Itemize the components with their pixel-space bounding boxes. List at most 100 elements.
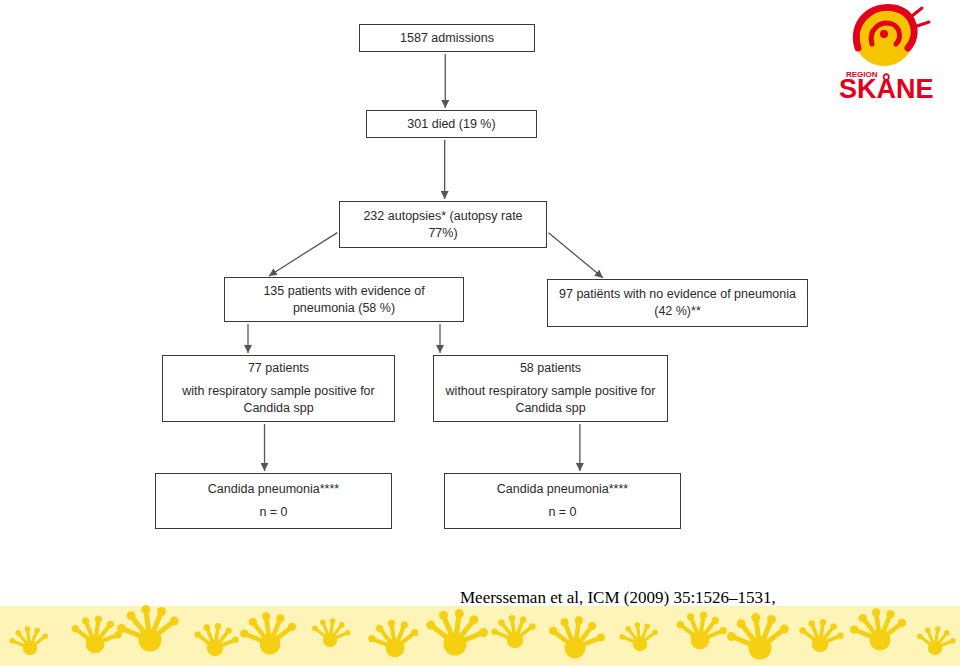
hand-figure [727,613,789,659]
hand-fingertip [401,621,408,628]
hand-finger [150,621,174,640]
hand-fingertip [809,620,815,626]
process-box: 301 died (19 %) [366,110,537,138]
hand-fingertip [751,613,760,622]
citation-text: Meersseman et al, ICM (2009) 35:1526–153… [460,588,776,608]
hand-fingertip [82,617,89,624]
hand-fingertip [288,623,296,631]
hand-fingertip [479,628,488,637]
hand-fingertip [619,634,625,640]
hand-fingertip [898,619,906,627]
logo-ray [917,22,929,26]
box-text: without respiratory sample positive for … [442,383,659,417]
hand-fingertip [529,623,535,629]
hand-fingertip [95,616,102,623]
hand-fingertip [411,629,418,636]
hand-fingertip [262,612,270,620]
hand-fingertip [737,619,746,628]
hand-fingertip [561,618,569,626]
box-heading: 58 patients [520,360,581,377]
hand-fingertip [204,624,210,630]
hand-fingertip [917,633,923,639]
hand-fingertip [170,617,179,626]
hand-fingertip [72,625,79,632]
hand-fingertip [426,621,435,630]
process-box: Candida pneumonia****n = 0 [155,473,392,529]
logo-dot [880,30,888,38]
hand-fingertip [950,638,956,644]
hand-fingertip [491,629,497,635]
hand-fingertip [944,630,950,636]
hand-fingertip [107,621,114,628]
hand-fingertip [498,619,504,625]
hand-finger [820,636,840,644]
hand-fingertip [625,626,631,632]
hand-figure [799,619,843,652]
hand-fingertip [780,625,789,634]
hand-fingertip [588,622,596,630]
hand-fingertip [700,612,707,619]
logo-arc [856,7,914,48]
hand-finger [640,632,655,644]
hand-figure [72,616,122,654]
hand-finger [760,629,784,648]
hand-fingertip [215,623,221,629]
hand-figure [677,612,727,650]
hand-finger [270,627,292,644]
hand-fingertip [712,617,719,624]
hand-fingertip [677,621,684,628]
arrow-connector [579,424,580,471]
hand-finger [455,632,483,644]
box-heading: 301 died (19 %) [407,116,495,133]
hand-fingertip [935,626,941,632]
region-logo [854,6,929,66]
hand-fingertip [837,633,843,639]
hand-finger [515,626,532,640]
hand-figure [549,616,605,658]
hand-fingertip [320,619,326,625]
hand-fingertip [194,631,200,637]
hand-fingertip [127,611,136,620]
hand-fingertip [687,613,694,620]
arrow-connector [439,324,440,353]
process-box: Candida pneumonia****n = 0 [444,473,681,529]
process-box: 58 patients without respiratory sample po… [433,355,668,422]
hand-fingertip [727,632,736,641]
hand-figure [312,618,351,647]
hand-fingertip [339,622,345,628]
arrow-connector [264,424,265,471]
box-heading: 232 autopsies* (autopsy rate 77%) [348,208,538,242]
logo-arc [871,23,899,44]
hand-fingertip [455,609,464,618]
arrow-connector [445,54,446,108]
process-box: 97 patiënts with no evidence of pneumoni… [547,279,808,327]
hand-fingertip [312,625,318,631]
hand-fingertip [830,623,836,629]
hand-figure [426,609,488,655]
process-box: 1587 admissions [359,24,535,52]
arrow-connector [269,233,337,276]
hand-fingertip [820,619,826,625]
hand-figure [850,608,906,650]
box-heading: 1587 admissions [400,30,494,47]
hand-fingertip [597,634,605,642]
hand-fingertip [549,627,557,635]
hand-fingertip [872,608,880,616]
arrow-connector [444,140,445,199]
hand-fingertip [644,623,650,629]
hand-fingertip [799,627,805,633]
hand-fingertip [42,633,48,639]
hand-figure [9,626,48,655]
hand-figure [619,622,658,651]
process-box: 77 patientswith respiratory sample posit… [162,355,395,422]
hand-fingertip [157,607,166,616]
hand-fingertip [25,626,31,632]
hand-fingertip [439,611,448,620]
hand-finger [935,641,953,648]
hand-figure [917,626,956,655]
hand-pattern [9,605,955,659]
hand-fingertip [652,629,658,635]
